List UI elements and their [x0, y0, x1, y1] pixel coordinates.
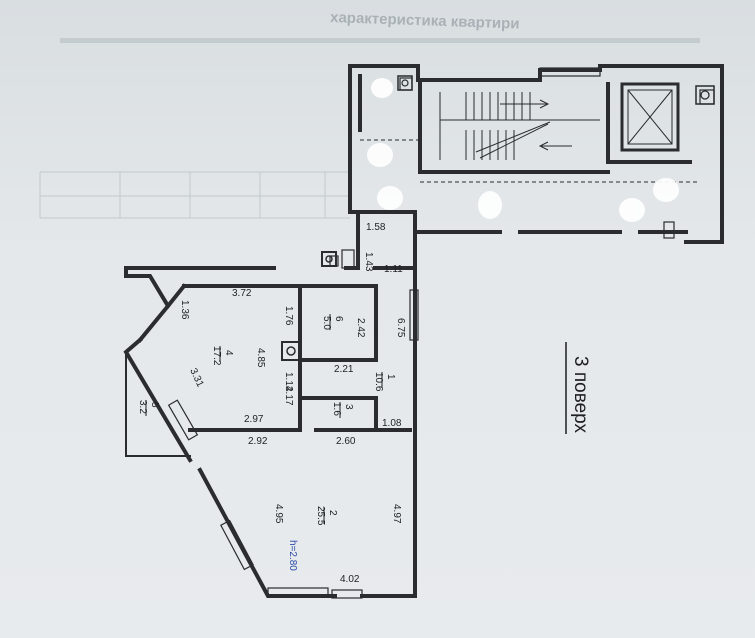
room-4-number: 4: [223, 350, 234, 356]
room-label-6: 6 5.0: [321, 316, 344, 330]
dim-4-02: 4.02: [340, 574, 360, 585]
dim-2-17: 2.17: [283, 386, 294, 406]
faded-table: [39, 171, 350, 219]
room-1-number: 1: [385, 374, 396, 380]
room-6-number: 6: [333, 316, 344, 322]
room-3-number: 3: [343, 404, 354, 410]
room-label-3: 3 1.6: [331, 402, 354, 416]
dim-3-31: 3.31: [187, 367, 205, 390]
faded-title: характеристика квартири: [330, 9, 520, 33]
dim-6-75: 6.75: [395, 318, 406, 338]
dim-2-92: 2.92: [248, 436, 268, 447]
dim-4-85: 4.85: [255, 348, 266, 368]
dim-1-36: 1.36: [179, 300, 190, 320]
vent-shaft-icon: [397, 75, 413, 91]
room-5-number: 5: [149, 402, 160, 408]
vent-shaft-icon: [321, 251, 337, 267]
room-4-area: 17.2: [211, 346, 222, 366]
vent-shaft-icon: [281, 341, 301, 361]
dim-3-72: 3.72: [232, 288, 252, 299]
elevator-icon: [627, 89, 673, 145]
ceiling-height: h=2.80: [287, 540, 298, 571]
dim-2-60: 2.60: [336, 436, 356, 447]
dim-1-08: 1.08: [382, 418, 402, 429]
landing-lines: [360, 139, 700, 183]
dim-1-43: 1.43: [363, 252, 374, 272]
room-label-5: 5 3.2: [137, 400, 160, 414]
floor-label: 3 поверх: [570, 356, 591, 434]
dim-1-14: 1.14: [283, 372, 294, 392]
room-label-2: 2 25.5: [315, 506, 338, 526]
room-6-area: 5.0: [321, 316, 332, 330]
dim-4-97: 4.97: [391, 504, 402, 524]
room-label-1: 1 10.6: [373, 372, 396, 392]
dim-2-42: 2.42: [355, 318, 366, 338]
room-label-dividers: [145, 314, 383, 524]
dim-2-21: 2.21: [334, 364, 354, 375]
room-2-number: 2: [327, 510, 338, 516]
vent-shaft-icon: [695, 85, 715, 105]
room-2-area: 25.5: [315, 506, 326, 526]
room-label-4: 4 17.2: [211, 346, 234, 366]
window-details: [167, 67, 715, 599]
dim-1-11: 1.11: [384, 264, 403, 275]
faded-line: [60, 38, 700, 43]
dim-1-58: 1.58: [366, 222, 386, 233]
walls: [123, 64, 724, 598]
room-5-area: 3.2: [137, 400, 148, 414]
dim-1-76: 1.76: [283, 306, 294, 326]
room-1-area: 10.6: [373, 372, 384, 392]
faded-header: характеристика квартири: [60, 9, 700, 43]
dim-4-95: 4.95: [273, 504, 284, 524]
room-3-area: 1.6: [331, 402, 342, 416]
redaction-marks: [367, 78, 679, 222]
dim-2-97: 2.97: [244, 414, 264, 425]
staircase: [439, 92, 600, 160]
